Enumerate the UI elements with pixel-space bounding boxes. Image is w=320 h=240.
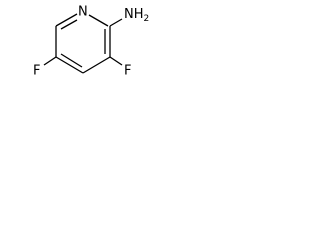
bond-c3-f: [109, 56, 123, 66]
bond-c4-c5-inner: [60, 53, 83, 68]
bond-c5-f: [43, 56, 57, 66]
bond-n1-c2: [88, 14, 109, 27]
bond-c4-c5: [55, 56, 84, 74]
bond-c3-c4: [82, 56, 111, 74]
amino-group-label: NH2: [124, 7, 149, 24]
bond-c6-n1-inner: [60, 19, 78, 30]
fluorine-5-label: F: [33, 64, 40, 79]
structure-diagram: N NH2 F F: [33, 5, 149, 79]
fluorine-3-label: F: [124, 64, 131, 79]
bond-c2-nh2: [109, 18, 123, 27]
ring-nitrogen-label: N: [78, 5, 88, 20]
bond-c6-n1: [55, 13, 78, 27]
